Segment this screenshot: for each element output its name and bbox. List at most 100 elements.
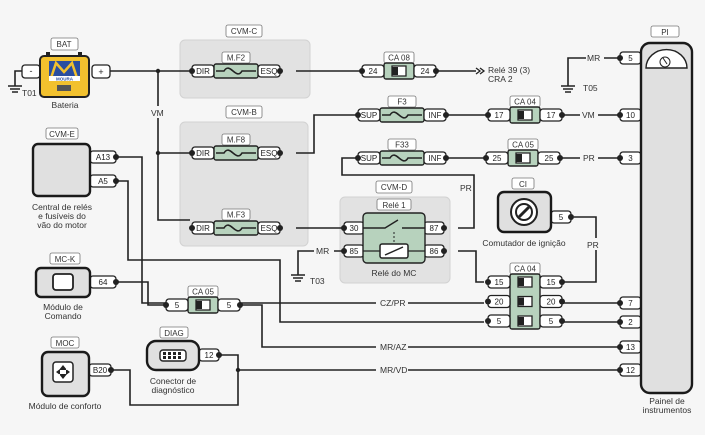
svg-text:DIAG: DIAG [164, 329, 184, 338]
connector-pin: 24 [359, 64, 385, 78]
wire-a13-ca04-20 [118, 156, 484, 304]
ground-t03: T03 [291, 274, 325, 286]
diagnostic-connector: DIAG Conector de diagnóstico [145, 326, 201, 395]
svg-text:64: 64 [99, 278, 108, 287]
svg-text:Comutador de ignição: Comutador de ignição [482, 238, 565, 248]
svg-text:2: 2 [628, 318, 633, 327]
connector-pin: 5 [485, 314, 511, 328]
svg-text:A13: A13 [96, 153, 111, 162]
svg-text:Módulo de: Módulo de [43, 302, 83, 312]
svg-text:CRA 2: CRA 2 [488, 74, 513, 84]
fuse-pin-left: SUP [355, 151, 381, 165]
wire-label-pr-right: PR [583, 153, 595, 163]
svg-text:13: 13 [626, 343, 635, 352]
svg-text:F3: F3 [397, 98, 407, 107]
svg-text:CA 05: CA 05 [512, 141, 534, 150]
svg-text:MOURA: MOURA [56, 77, 74, 82]
svg-text:CA 04: CA 04 [514, 98, 536, 107]
svg-text:CVM-E: CVM-E [49, 130, 75, 139]
svg-text:CA 08: CA 08 [388, 54, 410, 63]
svg-text:CA 04: CA 04 [514, 265, 536, 274]
pi-pin-10: 10 [617, 108, 642, 122]
diag-pin-12: 12 [198, 348, 222, 362]
svg-text:CVM-B: CVM-B [231, 108, 257, 117]
svg-text:MC-K: MC-K [55, 255, 76, 264]
svg-text:25: 25 [493, 154, 502, 163]
wire-mf8-f3 [296, 114, 356, 154]
svg-text:T01: T01 [22, 88, 37, 98]
pi-pin-7: 7 [617, 296, 642, 310]
svg-text:T03: T03 [310, 276, 325, 286]
wire-a5-ca04-5 [118, 180, 484, 323]
svg-text:M.F3: M.F3 [227, 211, 246, 220]
wire-label-pr-ci: PR [587, 240, 599, 250]
svg-text:10: 10 [626, 111, 635, 120]
svg-text:Relé 39 (3): Relé 39 (3) [488, 65, 530, 75]
svg-text:25: 25 [545, 154, 554, 163]
cvm-e-pin-a13: A13 [89, 150, 119, 164]
svg-text:diagnóstico: diagnóstico [151, 385, 194, 395]
connector-pin: 5 [163, 298, 189, 312]
fuse-pin-right: INF [423, 108, 449, 122]
connector-pin: 20 [485, 294, 511, 309]
svg-text:vão do motor: vão do motor [37, 220, 87, 230]
connector-ca05-top: CA 05 25 25 [483, 138, 563, 167]
cvm-d-tag: CVM-D [375, 180, 413, 194]
relay-pin-87: 87 [423, 221, 447, 235]
connector-pin: 20 [539, 294, 565, 309]
relay-pin-85: 85 [341, 244, 365, 258]
svg-text:3: 3 [628, 154, 633, 163]
connector-pin: 15 [485, 275, 511, 289]
connector-pin: 17 [485, 108, 511, 122]
moc-pin-b20: B20 [88, 363, 114, 377]
fuse-pin-left: DIR [189, 146, 215, 160]
svg-text:+: + [98, 67, 103, 77]
wire-f33-loop [341, 157, 475, 197]
cvm-c-tag: CVM-C [225, 24, 263, 38]
instrument-panel: PI Painel de instrumentos [639, 25, 694, 415]
svg-text:CVM-D: CVM-D [381, 183, 407, 192]
svg-text:ESQ: ESQ [261, 149, 278, 158]
battery: BAT - + MOURA Bateria [21, 37, 111, 110]
relay-pin-30: 30 [341, 221, 365, 235]
wire-label-mr-az: MR/AZ [380, 342, 406, 352]
svg-text:7: 7 [628, 299, 633, 308]
svg-text:Painel de: Painel de [649, 396, 685, 406]
svg-text:BAT: BAT [57, 40, 72, 49]
svg-text:INF: INF [429, 154, 442, 163]
wire-label-vm-right: VM [582, 110, 595, 120]
svg-text:PI: PI [661, 28, 669, 37]
wire-label-cz-pr: CZ/PR [380, 298, 406, 308]
svg-text:DIR: DIR [196, 67, 210, 76]
cvm-e-pin-a5: A5 [89, 174, 119, 188]
ci-pin-5: 5 [550, 210, 574, 224]
fuse-pin-left: DIR [189, 221, 215, 235]
svg-text:MOC: MOC [56, 339, 75, 348]
svg-text:e fusíveis do: e fusíveis do [38, 211, 86, 221]
mck-pin-64: 64 [89, 275, 119, 289]
cvm-b-tag: CVM-B [225, 105, 263, 119]
wire-label-mr-relay: MR [316, 246, 329, 256]
command-module: MC-K Módulo de Comando [34, 252, 92, 321]
svg-text:INF: INF [429, 111, 442, 120]
svg-text:DIR: DIR [196, 149, 210, 158]
connector-pin: 17 [539, 108, 565, 122]
battery-caption: Bateria [52, 100, 79, 110]
svg-text:ESQ: ESQ [261, 67, 278, 76]
cvm-e-module: CVM-E Central de relés e fusíveis do vão… [31, 127, 92, 230]
connector-pin: 24 [413, 64, 439, 78]
svg-text:5: 5 [175, 301, 180, 310]
svg-text:F33: F33 [395, 141, 409, 150]
svg-text:5: 5 [559, 213, 564, 222]
svg-text:Conector de: Conector de [150, 376, 197, 386]
junction-dot [235, 367, 241, 373]
svg-text:5: 5 [497, 317, 502, 326]
connector-pin: 25 [537, 151, 563, 165]
svg-text:CA 05: CA 05 [192, 288, 214, 297]
svg-text:CVM-C: CVM-C [231, 27, 257, 36]
